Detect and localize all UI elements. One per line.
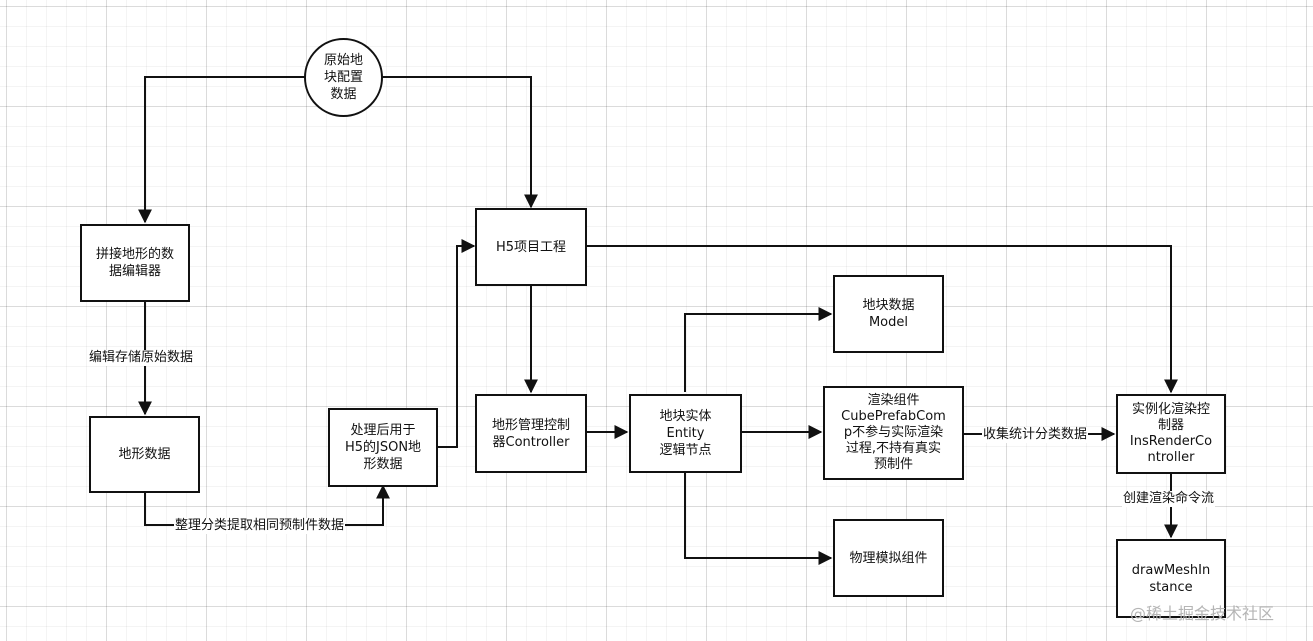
node-raw-config: 原始地 块配置 数据: [304, 38, 383, 117]
site-watermark: @稀土掘金技术社区: [1130, 604, 1275, 623]
node-terrain-data: 地形数据: [89, 416, 200, 493]
node-terrain-editor: 拼接地形的数 据编辑器: [80, 224, 190, 302]
node-h5-project: H5项目工程: [475, 208, 587, 286]
edge-config-to-editor: [138, 76, 305, 224]
node-block-model: 地块数据 Model: [833, 275, 944, 353]
label-classify-extract: 整理分类提取相同预制件数据: [174, 518, 346, 534]
label-edit-store: 编辑存储原始数据: [88, 350, 195, 366]
edge-json-to-h5-project: [437, 239, 476, 448]
node-ins-render-controller: 实例化渲染控 制器 InsRenderCo ntroller: [1116, 394, 1226, 474]
node-block-entity: 地块实体 Entity 逻辑节点: [629, 394, 742, 473]
edge-config-to-h5-project: [382, 76, 538, 209]
node-h5-json-data: 处理后用于 H5的JSON地 形数据: [328, 408, 438, 487]
edge-entity-to-physics: [684, 472, 833, 565]
node-physics-component: 物理模拟组件: [833, 519, 944, 597]
node-terrain-controller: 地形管理控制 器Controller: [475, 394, 587, 473]
node-draw-mesh-instance: drawMeshIn stance: [1116, 539, 1226, 618]
edge-entity-to-model: [684, 307, 833, 392]
label-collect-stats: 收集统计分类数据: [982, 427, 1089, 443]
label-create-command: 创建渲染命令流: [1122, 491, 1216, 507]
node-render-component: 渲染组件 CubePrefabCom p不参与实际渲染 过程,不持有真实 预制件: [823, 386, 964, 480]
